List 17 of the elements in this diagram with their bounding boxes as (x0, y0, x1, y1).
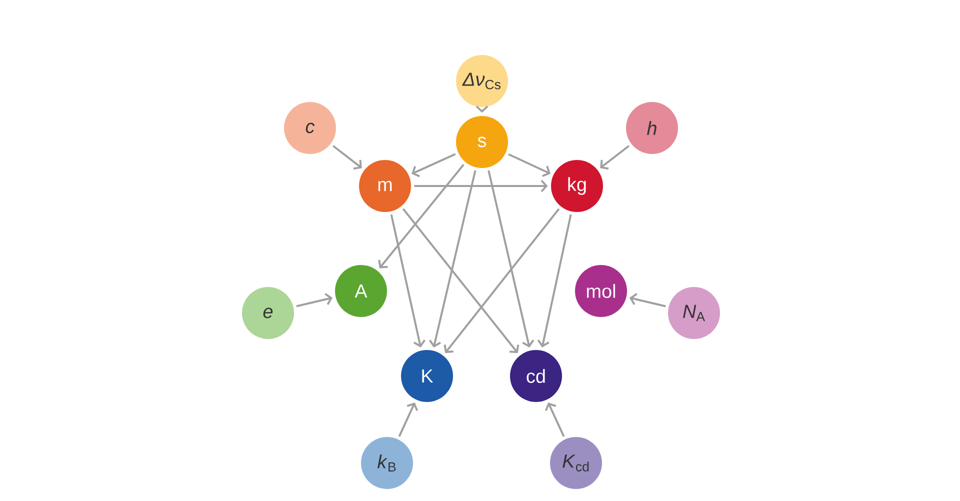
arrow (600, 145, 630, 170)
arrow (378, 164, 464, 268)
arrow (428, 170, 476, 348)
arrow (476, 106, 488, 113)
arrow (402, 208, 520, 354)
arrow (537, 214, 572, 348)
arrow (332, 145, 362, 170)
arrow (444, 208, 560, 354)
arrow (390, 214, 426, 348)
arrow (414, 180, 548, 192)
arrow (544, 402, 565, 437)
arrow (508, 153, 551, 177)
arrow (488, 170, 534, 348)
arrow (296, 293, 333, 308)
arrow (629, 293, 666, 308)
arrow (412, 153, 456, 178)
arrow (398, 402, 418, 437)
